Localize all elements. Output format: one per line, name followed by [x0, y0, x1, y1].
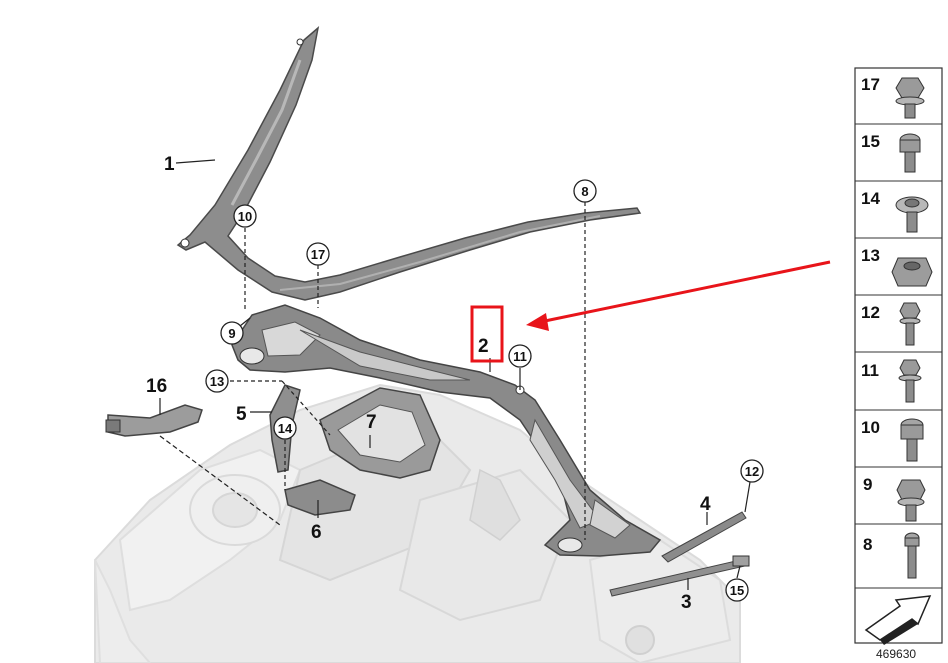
bolt-8-icon [904, 532, 920, 579]
bracket-part-6 [284, 479, 356, 516]
circle-label-9: 9 [220, 321, 244, 345]
svg-text:10: 10 [238, 209, 252, 224]
bolt-10-icon [900, 418, 924, 462]
circle-label-8: 8 [573, 179, 597, 203]
circle-label-13: 13 [205, 369, 229, 393]
strut-brace-part-2 [231, 304, 662, 557]
part-16 [105, 404, 203, 437]
svg-text:14: 14 [278, 421, 293, 436]
label-1: 1 [164, 154, 175, 175]
nut-13-icon [891, 257, 933, 287]
direction-arrow-icon [864, 595, 932, 645]
circle-label-15: 15 [725, 578, 749, 602]
circle-label-14: 14 [273, 416, 297, 440]
rods-part-3-4 [609, 511, 750, 597]
bolt-14-icon [895, 196, 929, 233]
svg-text:13: 13 [210, 374, 224, 389]
svg-text:9: 9 [228, 326, 235, 341]
highlight-box [470, 305, 504, 363]
svg-text:17: 17 [311, 247, 325, 262]
bolt-9-icon [896, 479, 926, 522]
bolt-17-icon [895, 77, 925, 119]
label-16: 16 [146, 376, 167, 397]
label-2: 2 [478, 336, 489, 357]
svg-text:8: 8 [581, 184, 588, 199]
bolt-15-icon [899, 133, 921, 173]
svg-text:11: 11 [513, 349, 527, 364]
label-7: 7 [366, 412, 377, 433]
strut-brace-part-1 [176, 26, 642, 301]
bolt-11-icon [898, 359, 922, 403]
svg-text:12: 12 [745, 464, 759, 479]
label-6: 6 [311, 522, 322, 543]
circle-label-17: 17 [306, 242, 330, 266]
parts-column-label-9: 9 [863, 475, 872, 494]
parts-column-label-13: 13 [861, 246, 880, 265]
parts-column-label-12: 12 [861, 303, 880, 322]
parts-column-label-8: 8 [863, 535, 872, 554]
circle-label-11: 11 [508, 344, 532, 368]
circle-label-10: 10 [233, 204, 257, 228]
parts-column-label-14: 14 [861, 189, 880, 208]
parts-column-label-11: 11 [861, 361, 879, 380]
circle-label-12: 12 [740, 459, 764, 483]
parts-column-label-15: 15 [861, 132, 880, 151]
svg-text:15: 15 [730, 583, 744, 598]
parts-column-label-17: 17 [861, 75, 880, 94]
bolt-12-icon [899, 302, 921, 346]
reference-number: 469630 [876, 647, 916, 661]
label-3: 3 [681, 592, 692, 613]
leader-lines [159, 159, 751, 590]
parts-column-label-10: 10 [861, 418, 880, 437]
parts-column: 17 15 14 13 12 11 10 9 8 [854, 67, 943, 645]
bracket-part-7 [319, 387, 441, 479]
label-4: 4 [700, 494, 711, 515]
highlight-arrow [526, 260, 831, 331]
label-5: 5 [236, 404, 247, 425]
